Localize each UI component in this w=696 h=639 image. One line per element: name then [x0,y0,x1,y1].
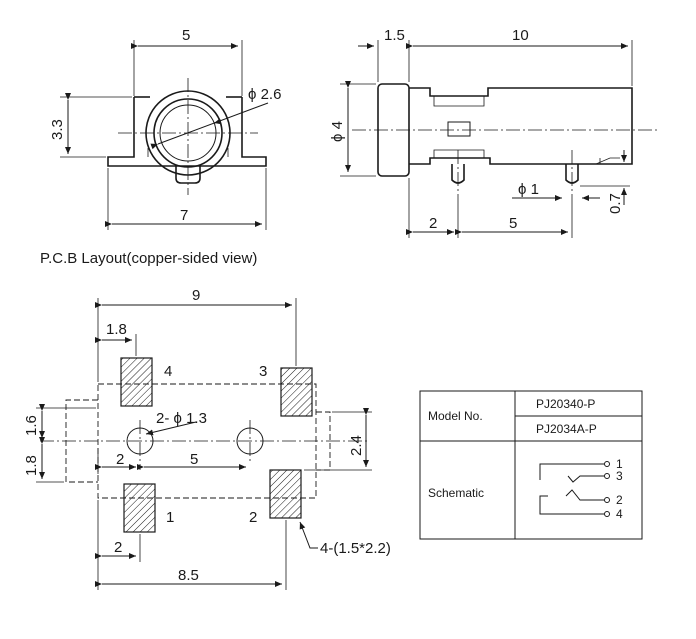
front-view [60,40,269,230]
schematic-symbol [539,461,610,517]
front-diameter-dim: ϕ 2.6 [248,86,281,103]
front-width-bottom-dim: 7 [180,207,188,224]
pcb-left-1-8-dim: 1.8 [23,455,40,476]
front-height-dim: 3.3 [49,119,66,140]
schematic-pin-4: 4 [616,507,623,521]
side-pin-offset-dim: 2 [429,215,437,232]
pcb-layout-view [36,298,372,590]
side-pin-spacing-dim: 5 [509,215,517,232]
model-2: PJ2034A-P [536,422,597,436]
pad-2 [269,469,302,519]
schematic-pin-3: 3 [616,469,623,483]
pad-label-4: 4 [164,363,172,380]
schematic-pin-1: 1 [616,457,623,471]
model-1: PJ20340-P [536,397,595,411]
side-pin-height-dim: 0.7 [607,193,624,214]
schematic-pin-2: 2 [616,493,623,507]
pcb-right-2-4-dim: 2.4 [348,435,365,456]
pcb-pad-size-note: 4-(1.5*2.2) [320,540,391,557]
side-diameter-dim: ϕ 4 [329,121,346,142]
front-width-top-dim: 5 [182,27,190,44]
pad-label-1: 1 [166,509,174,526]
side-flange-dim: 1.5 [384,27,405,44]
pcb-bottom-2-dim: 2 [114,539,122,556]
pcb-total-width-dim: 9 [192,287,200,304]
pad-label-3: 3 [259,363,267,380]
pcb-bottom-8-5-dim: 8.5 [178,567,199,584]
side-length-dim: 10 [512,27,529,44]
side-pin-diameter-dim: ϕ 1 [518,181,539,198]
pcb-layout-caption: P.C.B Layout(copper-sided view) [40,250,257,267]
pad-4 [120,357,153,407]
side-view [340,40,660,238]
pcb-hole-diameter-dim: 2- ϕ 1.3 [156,410,207,427]
pad-1 [123,483,156,533]
pcb-hole-offset-dim: 2 [116,451,124,468]
pcb-hole-spacing-dim: 5 [190,451,198,468]
pcb-left-1-6-dim: 1.6 [23,415,40,436]
model-label: Model No. [428,409,483,423]
pad-label-2: 2 [249,509,257,526]
pad-3 [280,367,313,417]
spec-table [419,390,643,540]
pcb-pad-offset-dim: 1.8 [106,321,127,338]
schematic-label: Schematic [428,486,484,500]
